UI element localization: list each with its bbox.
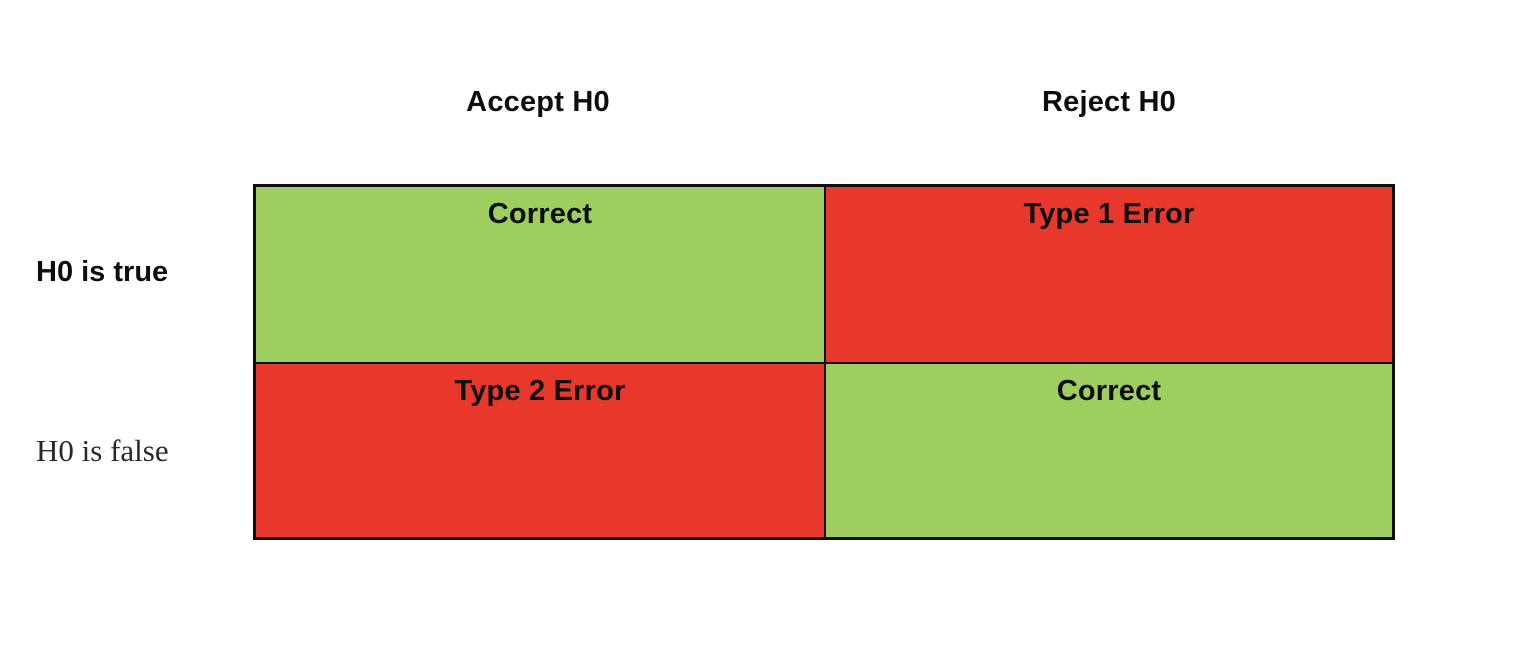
column-header-accept-h0: Accept H0: [466, 86, 610, 118]
column-header-reject-h0: Reject H0: [1042, 86, 1176, 118]
row-header-h0-is-true-label: H0 is true: [36, 256, 169, 288]
row-header-h0-is-false-label: H0 is false: [36, 432, 169, 468]
row-header-h0-is-false: H0 is false: [36, 361, 246, 540]
row-header-h0-is-true: H0 is true: [36, 184, 246, 361]
cell-reject-h0-true-type1-error: Type 1 Error: [825, 186, 1393, 363]
cell-accept-h0-false-type2-error: Type 2 Error: [255, 363, 825, 538]
cell-reject-h0-false-correct: Correct: [825, 363, 1393, 538]
cell-accept-h0-true-correct: Correct: [255, 186, 825, 363]
outcome-matrix: Correct Type 1 Error Type 2 Error Correc…: [253, 184, 1395, 540]
